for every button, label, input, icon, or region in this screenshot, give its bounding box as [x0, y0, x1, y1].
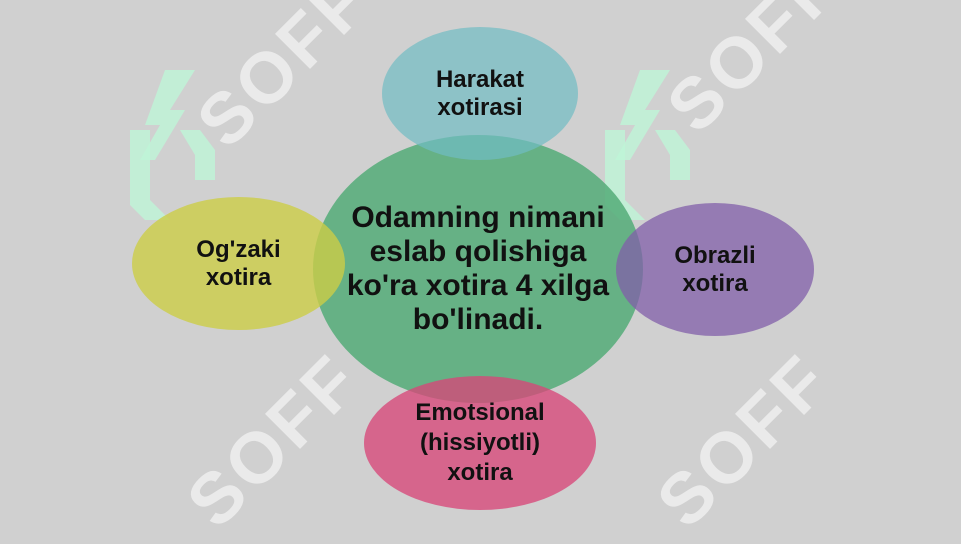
node-label: Obrazli xotira: [674, 241, 756, 297]
watermark-text: SOFF: [642, 339, 846, 543]
node-label: Og'zaki xotira: [196, 235, 281, 291]
node-ogzaki-xotira: Og'zaki xotira: [132, 197, 345, 330]
watermark-text: SOFF: [652, 0, 856, 148]
center-node-label: Odamning nimani eslab qolishiga ko'ra xo…: [346, 201, 610, 336]
node-label: Emotsional (hissiyotli) xotira: [415, 399, 545, 486]
node-obrazli-xotira: Obrazli xotira: [616, 203, 814, 336]
node-emotsional-xotira: Emotsional (hissiyotli) xotira: [364, 376, 596, 510]
node-label: Harakat xotirasi: [435, 65, 525, 121]
node-harakat-xotirasi: Harakat xotirasi: [382, 27, 578, 160]
watermark-text: SOFF: [182, 0, 386, 163]
watermark-text: SOFF: [172, 339, 376, 543]
center-node: Odamning nimani eslab qolishiga ko'ra xo…: [313, 135, 643, 403]
soff-logo-icon: [130, 70, 215, 220]
